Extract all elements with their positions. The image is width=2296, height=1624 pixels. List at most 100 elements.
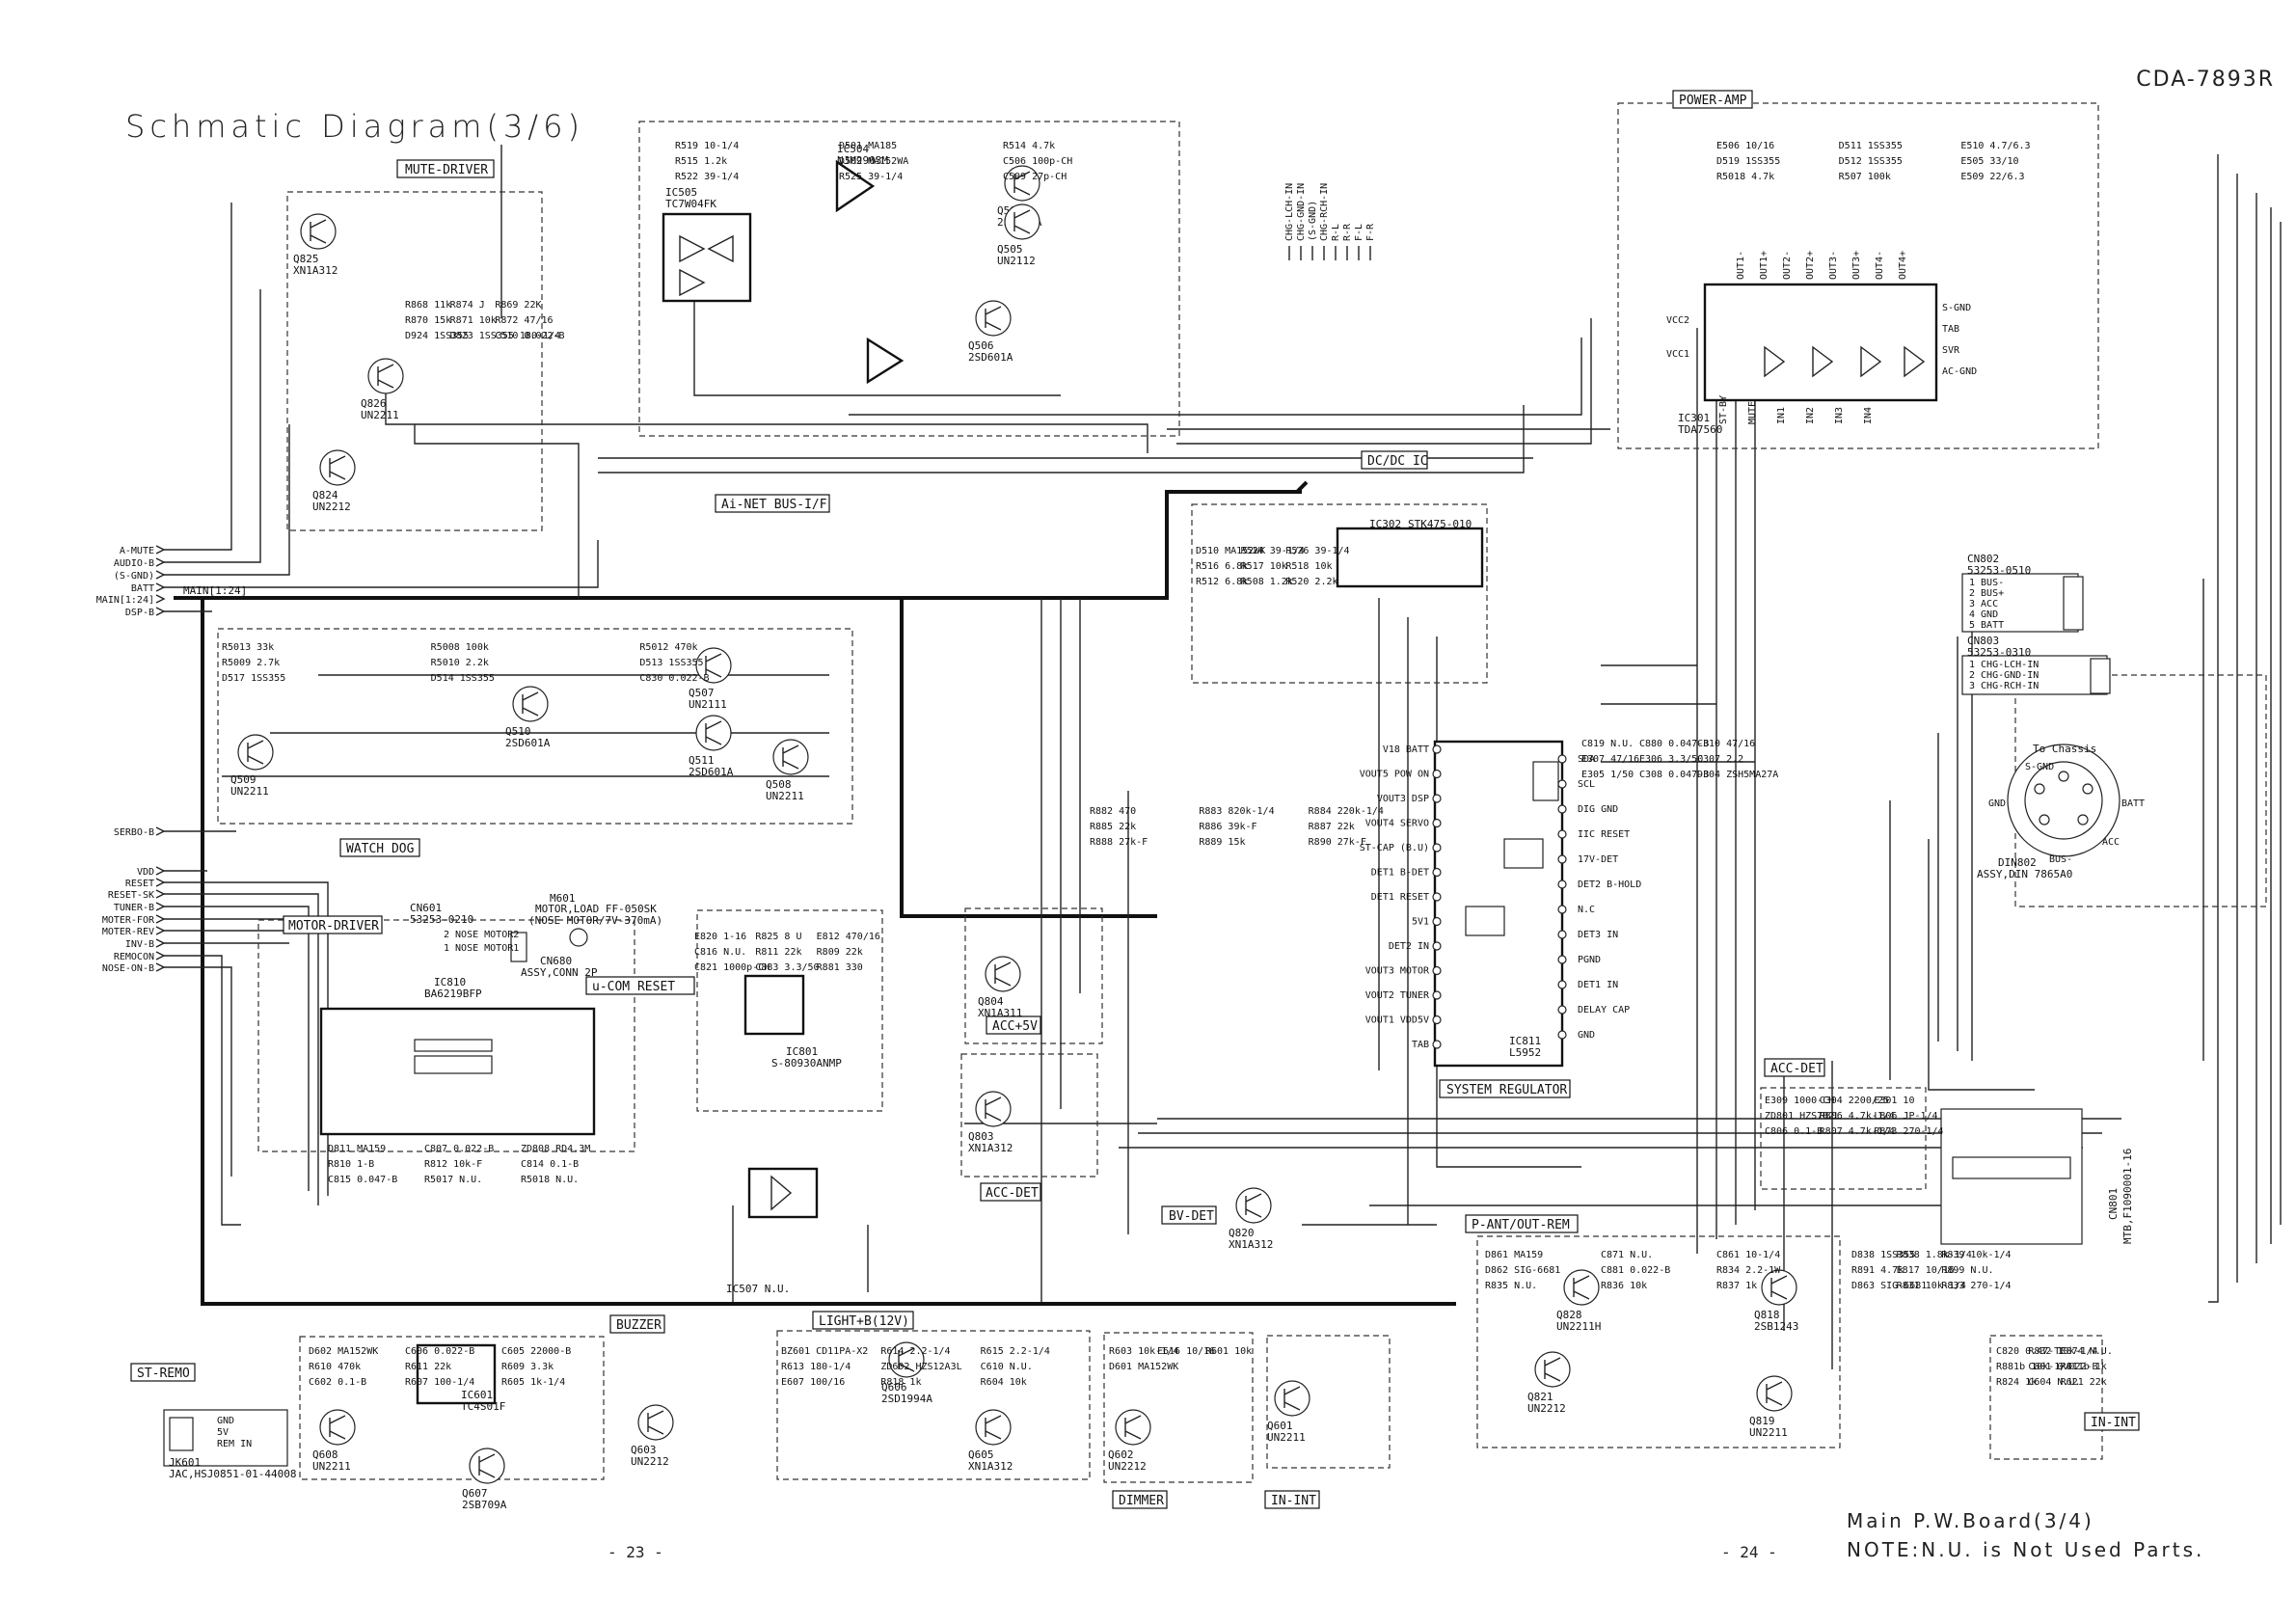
part-11: R514 4.7k: [1003, 141, 1055, 151]
left-signal-connectors: A-MUTEAUDIO-B(S-GND)BATTMAIN[1:24]DSP-BS…: [96, 545, 166, 974]
part-108: C820 0.47-TF: [1996, 1346, 2066, 1357]
transistor-ref: Q821: [1527, 1391, 1553, 1403]
svg-text:E505 33/10: E505 33/10: [1960, 156, 2018, 167]
ic801: IC801 S-80930ANMP: [743, 974, 842, 1069]
dimmer-label: DIMMER: [1112, 1490, 1168, 1509]
part-138: D601 MA152WK: [1109, 1362, 1178, 1372]
part-53: R5018 N.U.: [521, 1175, 579, 1185]
svg-text:ACC-DET: ACC-DET: [1770, 1062, 1823, 1076]
svg-text:ZD808 RD4.3M: ZD808 RD4.3M: [521, 1144, 590, 1154]
svg-text:R871 10k: R871 10k: [450, 315, 497, 326]
svg-text:MOTER-REV: MOTER-REV: [102, 927, 154, 937]
part-136: E616 10/16: [1157, 1346, 1215, 1357]
ic301: IC301 TDA7560: [1678, 283, 1938, 436]
part-21: R516 6.8k: [1196, 561, 1248, 572]
part-100: R838 1.8k-1/4: [1897, 1250, 1972, 1260]
part-55: R825 8 U: [755, 932, 801, 942]
in-int-right-label: IN-INT: [2084, 1412, 2140, 1431]
svg-text:AUDIO-B: AUDIO-B: [114, 558, 154, 569]
part-71: R890 27k-F: [1309, 837, 1366, 848]
part-58: R811 22k: [755, 947, 801, 958]
svg-text:R869 22K: R869 22K: [495, 300, 541, 311]
svg-text:R886 39k-F: R886 39k-F: [1199, 822, 1256, 832]
svg-text:C830 0.022-B: C830 0.022-B: [639, 673, 709, 684]
top-signal-2: (S-GND): [1308, 201, 1318, 260]
part-94: C881 0.022-B: [1601, 1265, 1670, 1276]
transistor-ref: Q825: [293, 253, 319, 265]
amp-pin: TAB: [1942, 324, 1959, 335]
svg-text:ASSY,CONN 2P: ASSY,CONN 2P: [521, 966, 598, 979]
part-18: D510 MA152WK: [1196, 546, 1265, 556]
light-label: LIGHT+B(12V): [812, 1311, 914, 1330]
ic-blocks: IC505 TC7W04FK IC504 NJM2903M IC301 TDA7…: [319, 143, 1938, 1413]
cn802-pin: 2 BUS+: [1969, 588, 2004, 599]
svg-text:MOTER-FOR: MOTER-FOR: [102, 915, 155, 926]
part-129: R613 180-1/4: [781, 1362, 851, 1372]
svg-text:IN-INT: IN-INT: [1271, 1494, 1316, 1508]
svg-text:NOSE-ON-B: NOSE-ON-B: [102, 963, 154, 974]
svg-text:BUZZER: BUZZER: [616, 1318, 662, 1333]
part-131: C610 N.U.: [981, 1362, 1033, 1372]
transistor-part: 2SD601A: [689, 766, 734, 778]
part-86: L806 JP-1/4: [1874, 1111, 1937, 1122]
svg-text:R872 47/16: R872 47/16: [495, 315, 553, 326]
svg-text:ACC-DET: ACC-DET: [986, 1186, 1039, 1201]
svg-text:D861 MA159: D861 MA159: [1485, 1250, 1543, 1260]
amp-pin: OUT4-: [1875, 251, 1885, 280]
svg-text:R881b 10k-1/4: R881b 10k-1/4: [1996, 1362, 2071, 1372]
svg-text:C821 1000p-CH: C821 1000p-CH: [694, 962, 770, 973]
svg-text:E306 3.3/50: E306 3.3/50: [1639, 754, 1703, 765]
svg-text:C506 100p-CH: C506 100p-CH: [1003, 156, 1072, 167]
svg-text:BATT: BATT: [131, 583, 154, 594]
buzzer-label: BUZZER: [609, 1314, 665, 1334]
signal-audio-b: AUDIO-B: [114, 557, 166, 569]
svg-text:E509 22/6.3: E509 22/6.3: [1960, 172, 2024, 182]
transistor-part: UN2111: [689, 698, 727, 711]
reg-pin-right: DET3 IN: [1578, 930, 1618, 940]
part-15: R522 39-1/4: [675, 172, 739, 182]
part-106: R831 10k-1/4: [1897, 1281, 1966, 1291]
amp-pin: SVR: [1942, 345, 1960, 356]
svg-text:R526 39-1/4: R526 39-1/4: [1285, 546, 1349, 556]
signal-s-gnd: (S-GND): [114, 570, 166, 582]
svg-text:R834 2.2-1W: R834 2.2-1W: [1716, 1265, 1781, 1276]
part-69: R888 27k-F: [1090, 837, 1148, 848]
svg-text:IC810: IC810: [434, 976, 466, 988]
part-81: E309 1000-CH: [1765, 1096, 1834, 1106]
svg-text:R838 1.8k-1/4: R838 1.8k-1/4: [1897, 1250, 1972, 1260]
transistor-ref: Q505: [997, 243, 1023, 256]
svg-text:R837 1k: R837 1k: [1716, 1281, 1757, 1291]
svg-text:R507 100k: R507 100k: [1839, 172, 1891, 182]
svg-text:R888 27k-F: R888 27k-F: [1090, 837, 1148, 848]
part-20: R526 39-1/4: [1285, 546, 1349, 556]
part-0: R868 11k: [405, 300, 451, 311]
main-bus-lines: [174, 480, 1456, 1306]
ucom-reset-label: u-COM RESET: [585, 976, 695, 995]
part-70: R889 15k: [1199, 837, 1245, 848]
svg-text:R517 10k: R517 10k: [1241, 561, 1287, 572]
svg-text:S-80930ANMP: S-80930ANMP: [771, 1057, 842, 1069]
part-130: ZD602 HZS12A3L: [880, 1362, 961, 1372]
svg-text:D304 ZSH5MA27A: D304 ZSH5MA27A: [1697, 770, 1778, 780]
svg-text:C308 0.047-B: C308 0.047-B: [1639, 770, 1709, 780]
amp-pin: OUT2-: [1782, 251, 1793, 280]
part-102: R891 4.7k: [1851, 1265, 1904, 1276]
svg-text:1 NOSE MOTOR1: 1 NOSE MOTOR1: [444, 943, 519, 954]
part-110: C874 N.U.: [2061, 1346, 2113, 1357]
part-7: D823 1SS355 180-1/4: [450, 331, 560, 341]
part-73: C880 0.047-B: [1639, 739, 1709, 749]
svg-text:C871 N.U.: C871 N.U.: [1601, 1250, 1653, 1260]
svg-text:R810 1-B: R810 1-B: [328, 1159, 374, 1170]
part-56: E812 470/16: [817, 932, 880, 942]
svg-text:VDD: VDD: [137, 867, 154, 878]
part-99: D838 1SS355: [1851, 1250, 1915, 1260]
svg-text:R601 10k: R601 10k: [1205, 1346, 1252, 1357]
